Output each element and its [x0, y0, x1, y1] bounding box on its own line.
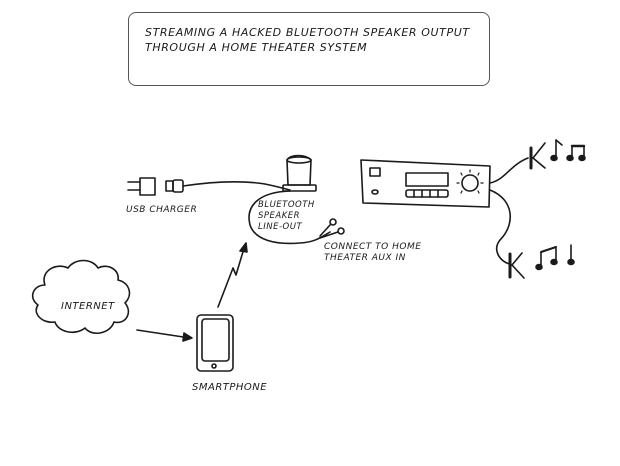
usb-charger-label: USB Charger	[126, 205, 198, 215]
connect-label: Connect to home theater aux in	[324, 242, 422, 263]
audio-jack-icon	[319, 218, 345, 239]
smartphone-label: Smartphone	[192, 382, 268, 393]
internet-label: Internet	[61, 301, 115, 312]
music-note-icon	[535, 244, 575, 271]
music-note-icon	[550, 139, 586, 162]
diagram-title: Streaming a hacked Bluetooth speaker out…	[145, 26, 470, 54]
usb-plug-icon	[127, 177, 184, 196]
speaker-icon	[508, 252, 525, 279]
speaker-wire-top	[489, 157, 529, 184]
wireless-signal-icon	[217, 244, 246, 308]
usb-cable	[182, 181, 291, 191]
speaker-icon	[529, 142, 546, 170]
smartphone-icon	[196, 314, 234, 372]
speaker-cable-loop	[248, 190, 331, 245]
bluetooth-speaker-label: Bluetooth Speaker Line-out	[258, 200, 315, 232]
receiver-icon	[360, 159, 491, 208]
arrow-icon	[136, 329, 193, 342]
cloud-icon	[31, 259, 131, 335]
title-box: Streaming a hacked Bluetooth speaker out…	[128, 12, 490, 86]
bluetooth-speaker-icon	[282, 154, 317, 192]
speaker-wire-bottom	[489, 189, 512, 265]
